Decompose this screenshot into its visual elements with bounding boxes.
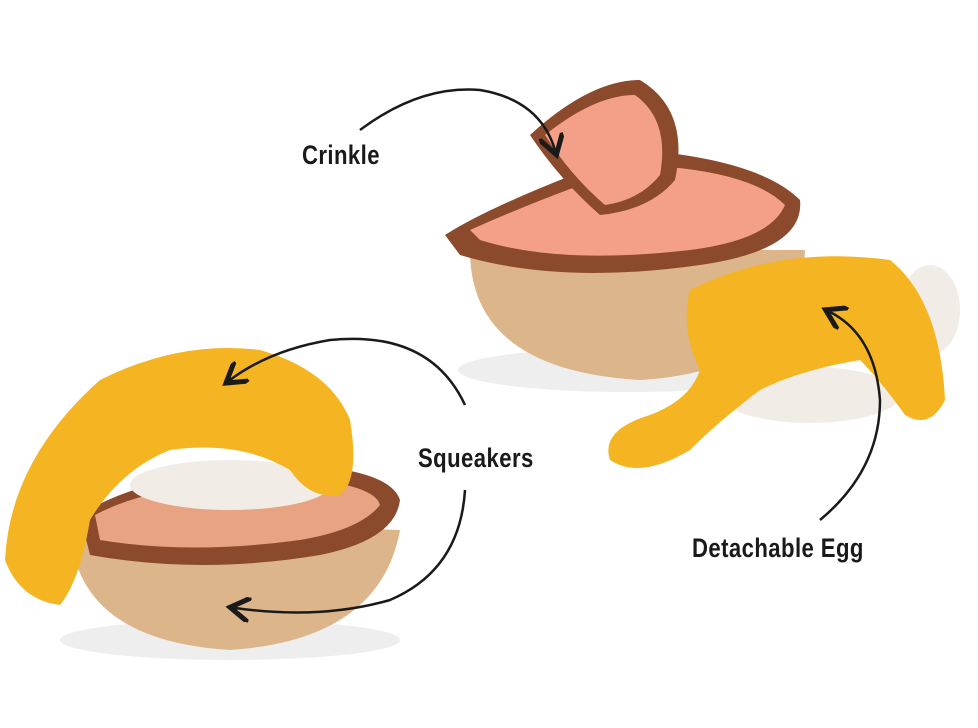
- assembled-sandwich-toy: [5, 348, 400, 660]
- squeakers-arrow-bottom: [235, 489, 467, 613]
- detachable-egg-toy: [608, 256, 960, 468]
- squeakers-label: Squeakers: [418, 443, 534, 473]
- egg-arrow: [819, 312, 882, 521]
- crinkle-label: Crinkle: [302, 140, 380, 170]
- detachable-egg-label: Detachable Egg: [692, 533, 864, 563]
- squeakers-arrow-top: [230, 337, 467, 406]
- crinkle-arrow: [359, 88, 555, 151]
